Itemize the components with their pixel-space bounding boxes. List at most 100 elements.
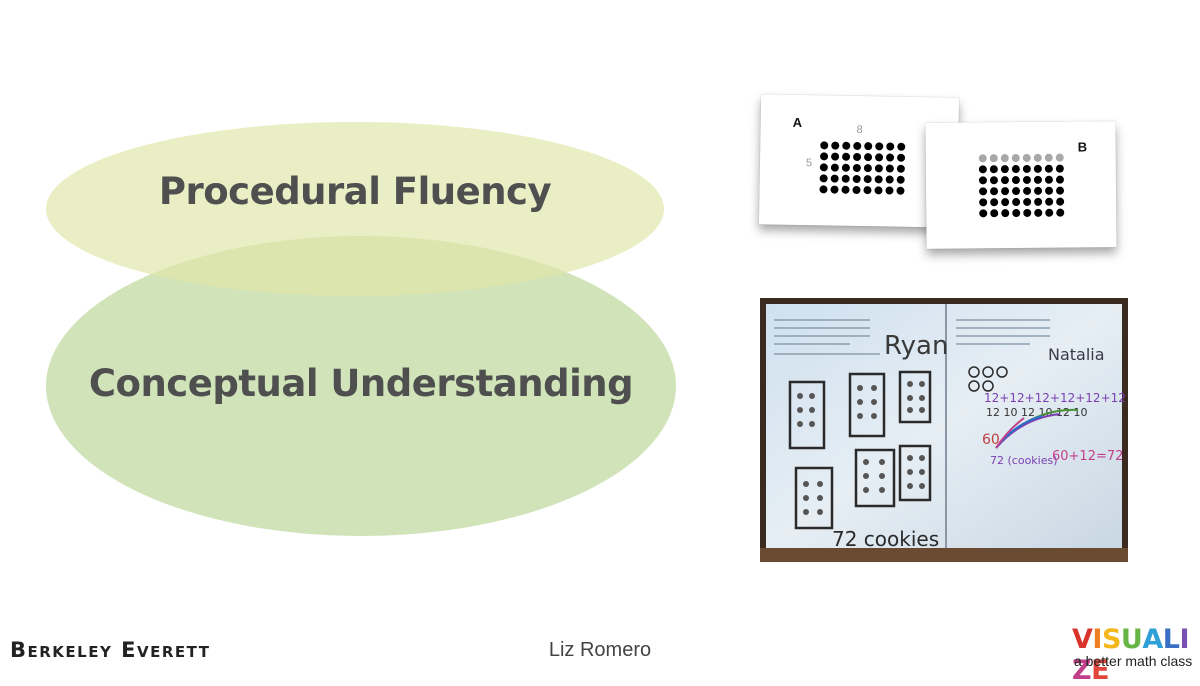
array-dot [1011,165,1020,174]
svg-text:60: 60 [982,432,1000,448]
array-dot [875,142,884,151]
ryan-answer: 72 cookies [832,527,939,551]
array-dot [886,142,895,151]
array-dot [979,187,988,196]
berkeley-everett-brand: Berkeley Everett [10,638,211,662]
svg-text:12+12+12+12+12+12: 12+12+12+12+12+12 [984,391,1126,405]
visualize-tagline: a better math class [1074,653,1193,669]
array-dot [989,176,998,185]
array-dot [852,185,861,194]
card-b-dot-array [978,153,1065,218]
array-dot [979,198,988,207]
dot-array-card-a: A 8 5 [758,94,960,228]
array-dot [1045,208,1054,217]
array-dot [819,174,828,183]
array-dot [989,165,998,174]
array-dot [863,186,872,195]
array-dot [1044,153,1053,162]
array-dot [820,152,829,161]
array-dot [886,153,895,162]
array-dot [841,163,850,172]
logo-letter: S [1101,624,1121,655]
array-dot [1044,164,1053,173]
logo-letter: I [1092,624,1102,655]
array-dot [820,141,829,150]
array-dot [1023,197,1032,206]
array-dot [841,174,850,183]
array-dot [831,152,840,161]
array-dot [842,152,851,161]
array-dot [1001,209,1010,218]
logo-letter: I [1179,624,1190,655]
array-dot [1000,176,1009,185]
array-dot [1055,153,1064,162]
array-dot [1045,197,1054,206]
array-dot [1056,186,1065,195]
array-dot [990,209,999,218]
presenter-name: Liz Romero [548,639,652,661]
whiteboard-photo: Ryan 72 cookies Natalia 12+12+12+12+12+1… [760,298,1128,562]
array-dot [1022,164,1031,173]
array-dot [989,154,998,163]
array-dot [990,187,999,196]
array-dot [1045,186,1054,195]
array-dot [874,175,883,184]
array-dot [831,141,840,150]
array-dot [896,164,905,173]
array-dot [853,141,862,150]
array-dot [1034,208,1043,217]
array-dot [1022,153,1031,162]
array-dot [885,186,894,195]
array-dot [1012,187,1021,196]
card-a-dot-array [819,141,906,195]
array-dot [1000,165,1009,174]
array-dot [1011,154,1020,163]
svg-text:72 (cookies): 72 (cookies) [990,454,1058,467]
array-dot [1033,164,1042,173]
array-dot [1055,175,1064,184]
natalia-name: Natalia [1048,345,1105,364]
logo-letter: U [1120,624,1143,655]
array-dot [1022,175,1031,184]
procedural-fluency-label: Procedural Fluency [158,170,552,213]
array-dot [1056,208,1065,217]
array-dot [897,153,906,162]
array-dot [1055,164,1064,173]
array-dot [1034,197,1043,206]
array-dot [1012,198,1021,207]
whiteboard-photo-drawing: Ryan 72 cookies Natalia 12+12+12+12+12+1… [760,304,1128,562]
array-dot [885,175,894,184]
dot-array-card-b: B [925,121,1117,249]
array-dot [1033,175,1042,184]
array-dot [830,163,839,172]
array-dot [830,185,839,194]
array-dot [864,142,873,151]
array-dot [896,175,905,184]
array-dot [874,164,883,173]
array-dot [875,153,884,162]
array-dot [1034,186,1043,195]
procedural-fluency-ellipse [46,122,664,296]
array-dot [1023,186,1032,195]
array-dot [1033,153,1042,162]
array-dot [863,175,872,184]
array-dot [1000,154,1009,163]
logo-letter: A [1142,624,1163,655]
natalia-answer: 60+12=72 [1052,449,1123,464]
array-dot [990,198,999,207]
logo-letter: L [1162,624,1180,655]
array-dot [978,165,987,174]
array-dot [979,209,988,218]
array-dot [1012,209,1021,218]
array-dot [819,185,828,194]
array-dot [819,163,828,172]
array-dot [1044,175,1053,184]
array-dot [852,174,861,183]
array-dot [841,185,850,194]
array-dot [978,176,987,185]
array-dot [853,152,862,161]
logo-letter: V [1072,624,1093,655]
array-dot [864,153,873,162]
svg-text:12 10 12 10 12 10: 12 10 12 10 12 10 [986,406,1087,419]
array-dot [842,141,851,150]
